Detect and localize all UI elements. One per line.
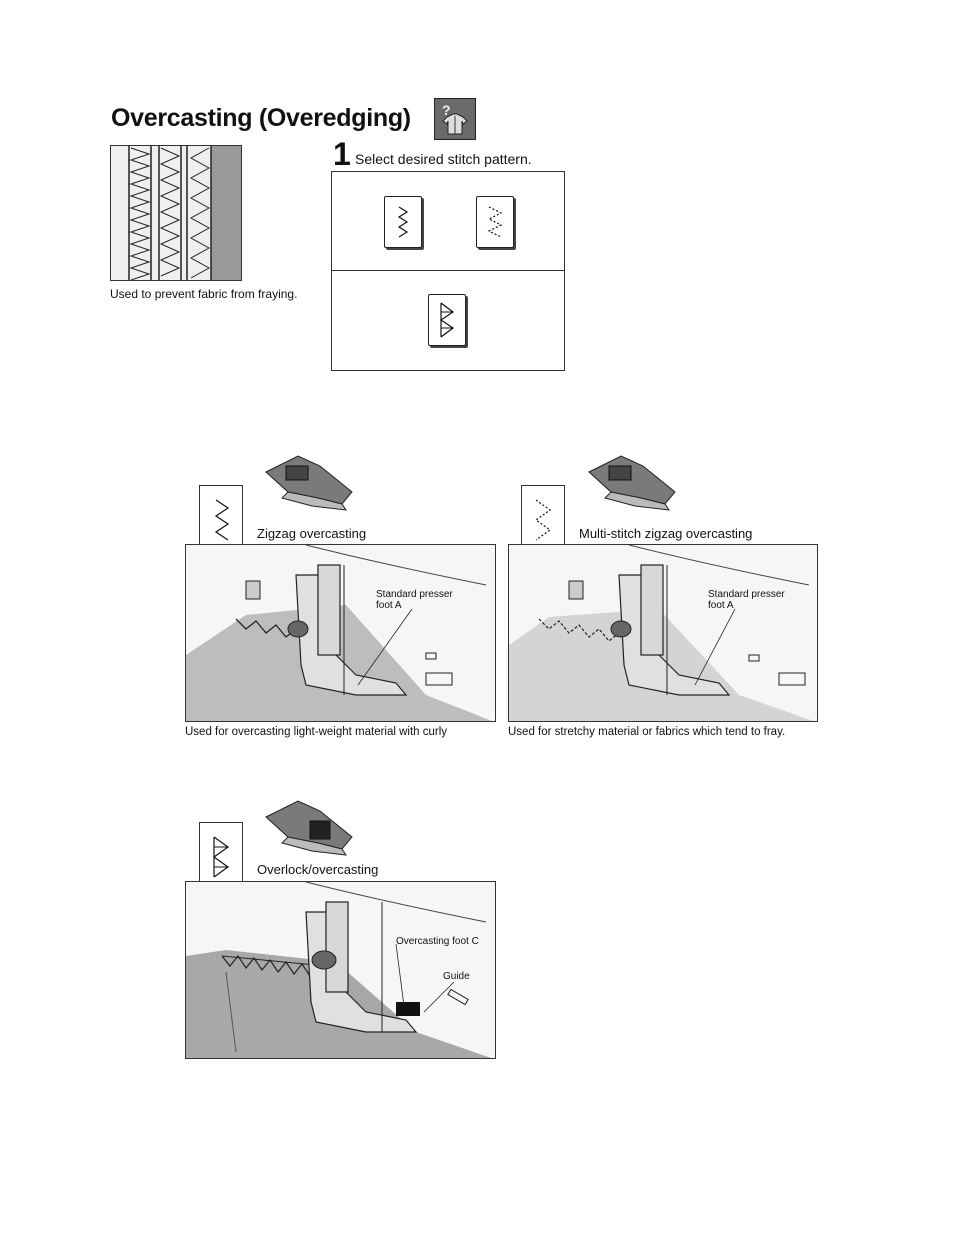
- svg-text:?: ?: [442, 102, 451, 118]
- multi-stitch-zigzag-icon: [534, 499, 552, 541]
- presser-foot-icon: [581, 452, 681, 518]
- presser-foot-icon: [258, 797, 358, 863]
- multi-zigzag-illustration: [508, 544, 818, 722]
- zigzag-symbol-box: [199, 485, 243, 553]
- caption-zigzag: Used for overcasting light-weight materi…: [185, 726, 448, 738]
- multi-zigzag-symbol-box: [521, 485, 565, 553]
- panel-divider: [331, 270, 565, 271]
- overlock-stitch-key[interactable]: [428, 294, 466, 346]
- callout-standard-foot-a: Standard presser foot A: [708, 589, 785, 611]
- multi-stitch-zigzag-icon: [487, 206, 503, 238]
- callout-standard-foot-a: Standard presser foot A: [376, 589, 453, 611]
- step-instruction: Select desired stitch pattern.: [355, 151, 532, 167]
- zigzag-illustration: [185, 544, 496, 722]
- overlock-illustration: [185, 881, 496, 1059]
- step-number: 1: [333, 136, 351, 172]
- zigzag-stitch-key[interactable]: [384, 196, 422, 248]
- shirt-help-icon: ?: [434, 98, 476, 140]
- overlock-stitch-icon: [439, 302, 455, 338]
- page-title: Overcasting (Overedging): [111, 104, 411, 132]
- presser-foot-icon: [258, 452, 358, 518]
- pattern-label-zigzag: Zigzag overcasting: [257, 526, 367, 541]
- sample-caption: Used to prevent fabric from fraying.: [110, 287, 298, 301]
- zigzag-stitch-icon: [214, 499, 230, 541]
- callout-guide: Guide: [443, 971, 470, 982]
- callout-overcasting-foot-c: Overcasting foot C: [396, 936, 479, 947]
- pattern-label-overlock: Overlock/overcasting: [257, 862, 379, 877]
- pattern-label-multi-zigzag: Multi-stitch zigzag overcasting: [579, 526, 753, 541]
- overlock-symbol-box: [199, 822, 243, 890]
- zigzag-stitch-icon: [397, 206, 409, 238]
- stitch-sample-image: [110, 145, 242, 281]
- overlock-stitch-icon: [212, 836, 230, 878]
- caption-multi-zigzag: Used for stretchy material or fabrics wh…: [508, 726, 786, 738]
- multi-stitch-zigzag-key[interactable]: [476, 196, 514, 248]
